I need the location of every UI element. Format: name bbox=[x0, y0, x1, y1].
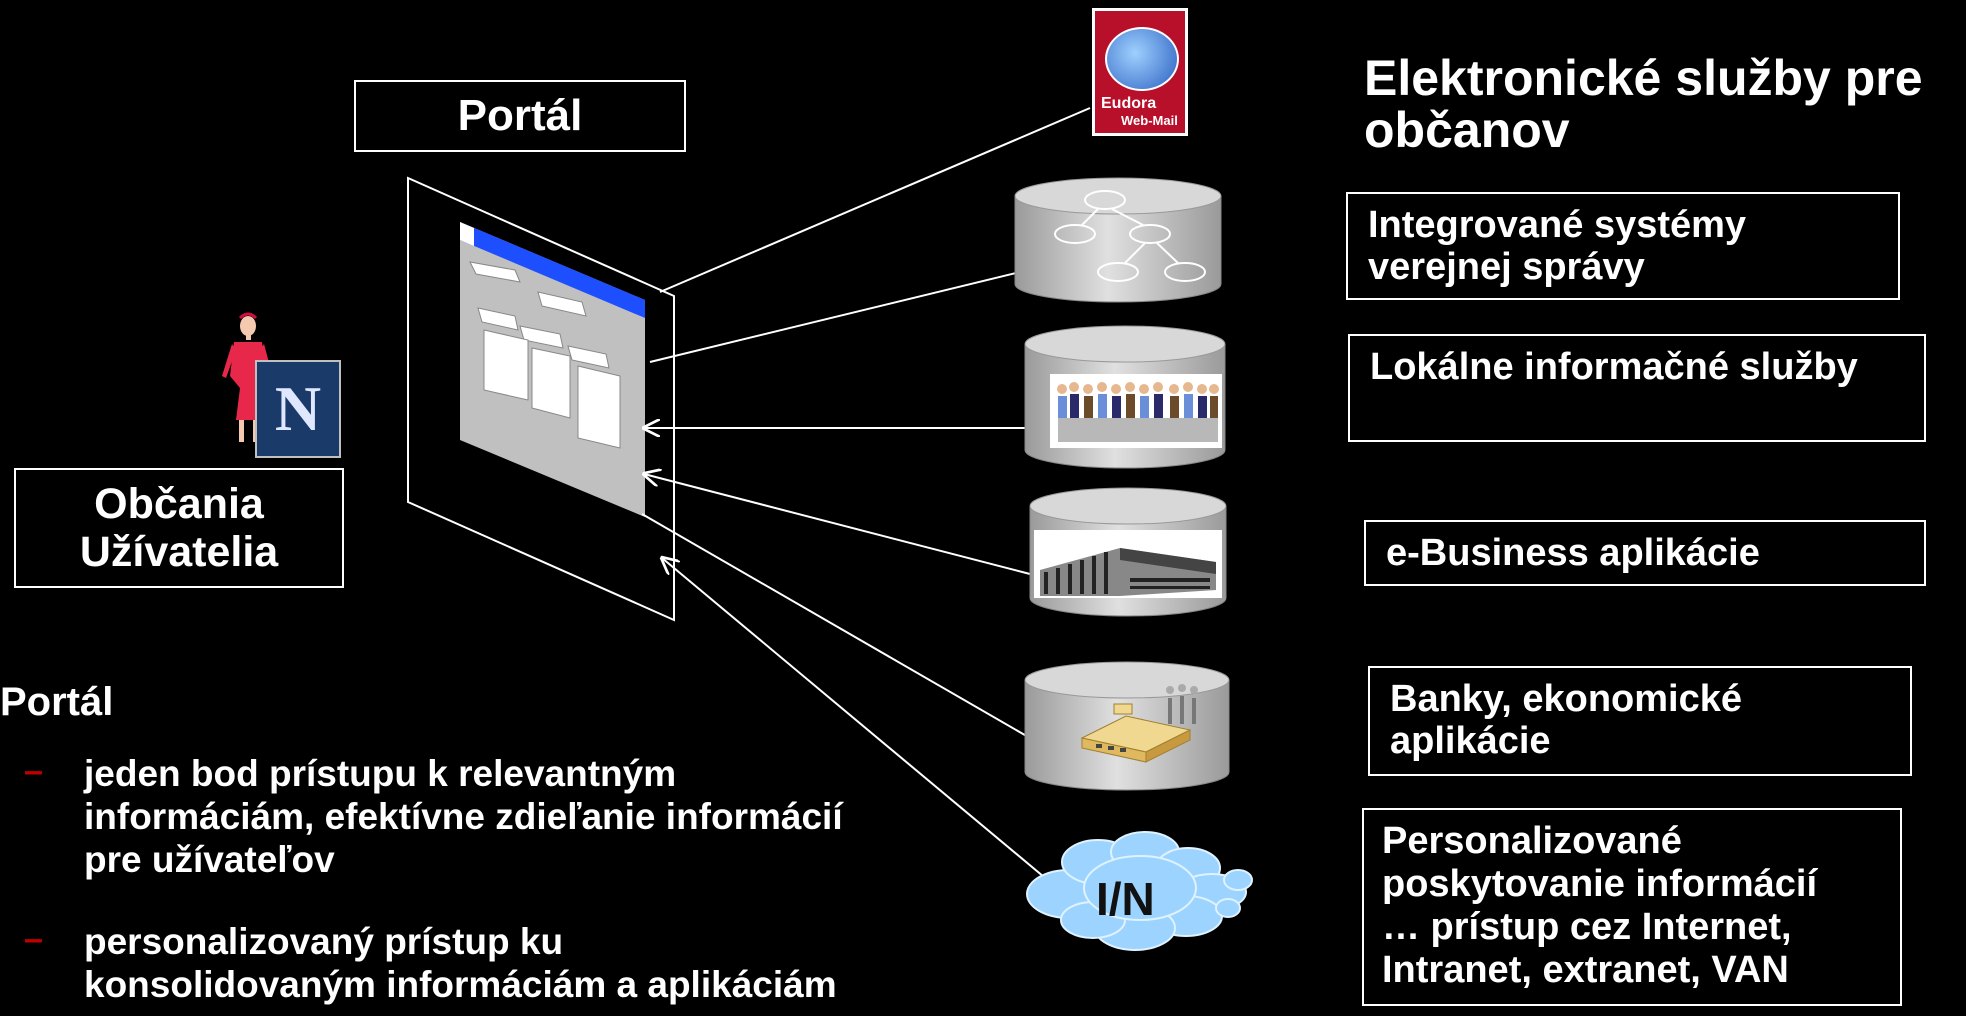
netscape-letter: N bbox=[274, 373, 322, 444]
cylinder-local-services bbox=[1024, 325, 1226, 469]
services-heading-line1: Elektronické služby pre bbox=[1364, 50, 1923, 106]
portal-bullet-2: personalizovaný prístup ku konsolidovaný… bbox=[84, 920, 837, 1006]
service-label: Banky, ekonomické bbox=[1390, 678, 1743, 720]
bullet-dash-1: – bbox=[24, 752, 43, 790]
arrow-network bbox=[662, 558, 1051, 883]
service-label: e-Business aplikácie bbox=[1386, 532, 1760, 574]
cylinder-integrated-systems bbox=[1014, 177, 1222, 303]
service-box-ebusiness: e-Business aplikácie bbox=[1364, 520, 1926, 586]
portal-bullet-1: jeden bod prístupu k relevantným informá… bbox=[84, 752, 843, 881]
service-label: Personalizované bbox=[1382, 820, 1682, 862]
envelope-globe-icon bbox=[1105, 27, 1179, 91]
network-cloud-icon bbox=[1026, 831, 1253, 951]
service-box-personalized: Personalizované poskytovanie informácií … bbox=[1362, 808, 1902, 1006]
service-label: poskytovanie informácií bbox=[1382, 863, 1818, 905]
eudora-webmail-logo: Eudora Web-Mail bbox=[1092, 8, 1188, 136]
cylinder-ebusiness bbox=[1029, 487, 1227, 617]
service-box-banks: Banky, ekonomické aplikácie bbox=[1368, 666, 1912, 776]
line-integrated bbox=[649, 271, 1021, 363]
service-label: Lokálne informačné služby bbox=[1370, 346, 1858, 388]
service-box-local-services: Lokálne informačné služby bbox=[1348, 334, 1926, 442]
service-label: … prístup cez Internet, bbox=[1382, 906, 1792, 948]
bullet-text: informáciám, efektívne zdieľanie informá… bbox=[84, 796, 843, 837]
users-box: Občania Užívatelia bbox=[14, 468, 344, 588]
line-banks bbox=[641, 513, 1031, 739]
factory-icon bbox=[1080, 684, 1198, 763]
cylinder-banks bbox=[1024, 661, 1230, 791]
netscape-browser-icon: N bbox=[255, 360, 341, 458]
building-icon bbox=[1040, 548, 1216, 596]
service-label: Integrované systémy bbox=[1368, 204, 1747, 246]
services-heading-line2: občanov bbox=[1364, 102, 1570, 158]
network-label: I/N bbox=[1096, 873, 1155, 925]
bullet-text: konsolidovaným informáciám a aplikáciám bbox=[84, 964, 837, 1005]
users-box-line1: Občania bbox=[94, 480, 264, 528]
eudora-logo-line1: Eudora bbox=[1101, 95, 1157, 112]
portal-box: Portál bbox=[354, 80, 686, 152]
people-icon bbox=[1057, 382, 1219, 442]
portal-frame bbox=[407, 176, 675, 622]
portal-section-title: Portál bbox=[0, 680, 114, 724]
services-heading: Elektronické služby pre občanov bbox=[1364, 52, 1923, 156]
eudora-logo-line2: Web-Mail bbox=[1121, 113, 1178, 128]
bullet-text: jeden bod prístupu k relevantným bbox=[84, 753, 677, 794]
service-label: aplikácie bbox=[1390, 720, 1551, 762]
service-label: verejnej správy bbox=[1368, 246, 1645, 288]
service-box-integrated-systems: Integrované systémy verejnej správy bbox=[1346, 192, 1900, 300]
service-label: Intranet, extranet, VAN bbox=[1382, 949, 1789, 991]
bullet-text: personalizovaný prístup ku bbox=[84, 921, 564, 962]
bullet-dash-2: – bbox=[24, 920, 43, 958]
arrow-ebusiness bbox=[644, 474, 1031, 575]
portal-box-label: Portál bbox=[457, 91, 583, 140]
line-eudora bbox=[659, 107, 1091, 293]
users-box-line2: Užívatelia bbox=[79, 528, 279, 576]
portal-mini-window bbox=[460, 222, 645, 517]
bullet-text: pre užívateľov bbox=[84, 839, 335, 880]
